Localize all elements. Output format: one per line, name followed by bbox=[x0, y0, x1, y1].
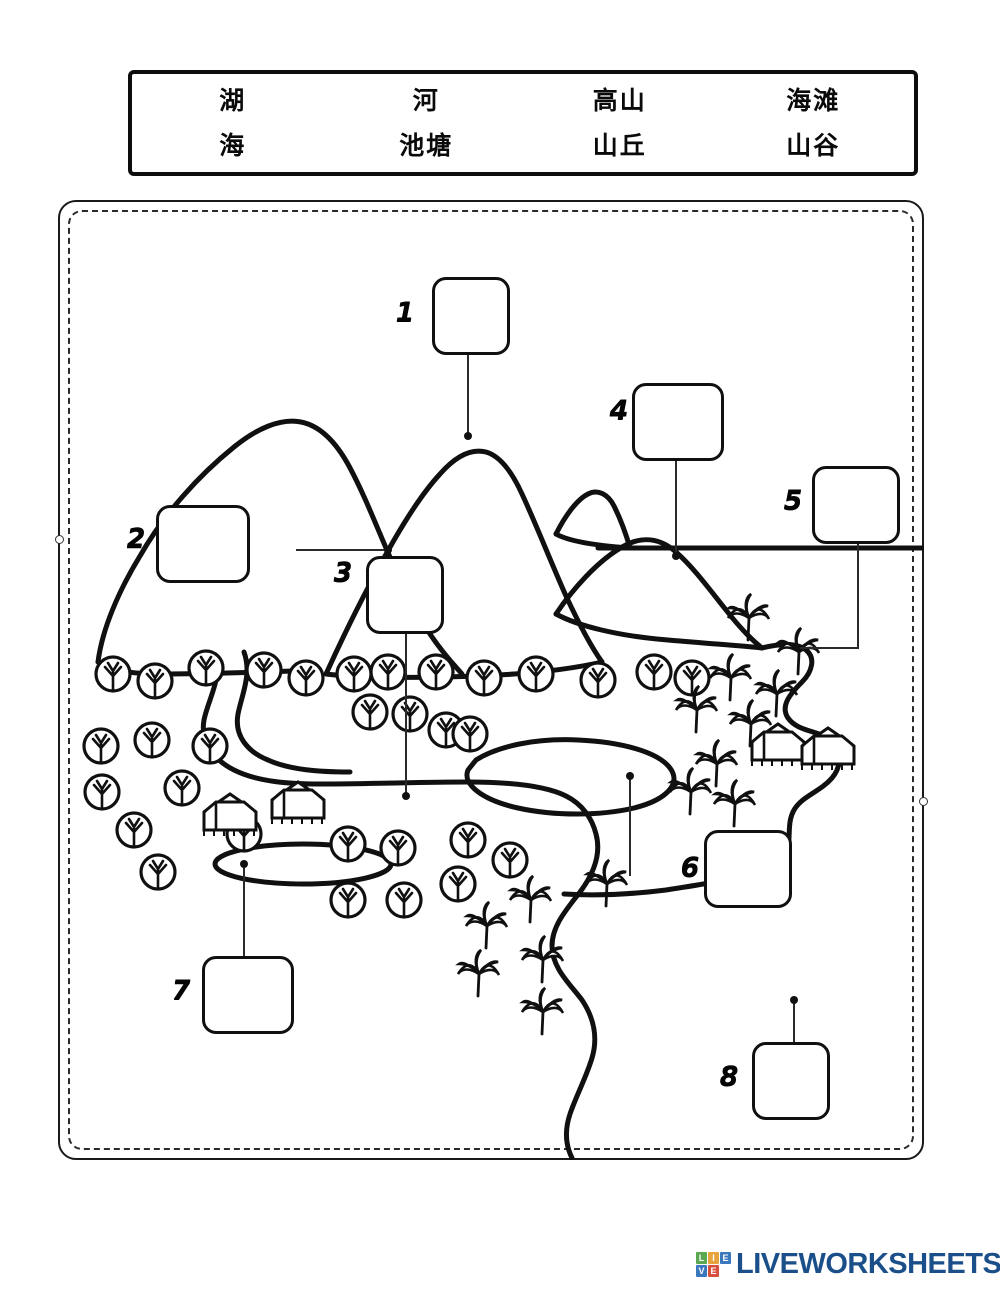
liveworksheets-wordmark: LIVEWORKSHEETS bbox=[736, 1248, 1000, 1280]
leader-dot-4 bbox=[672, 552, 680, 560]
marker-3: 3 bbox=[333, 557, 353, 588]
leader-dot-2 bbox=[384, 546, 392, 554]
frame-anchor-dot-right bbox=[919, 797, 928, 806]
badge-cell-e-bottom: E bbox=[708, 1265, 719, 1277]
answer-box-5-text[interactable] bbox=[815, 469, 897, 541]
leader-dot-8 bbox=[790, 996, 798, 1004]
answer-box-4[interactable] bbox=[632, 383, 724, 461]
river-left-bank bbox=[200, 653, 601, 1160]
word-bank-item-haitan: 海滩 bbox=[786, 86, 841, 115]
marker-5: 5 bbox=[783, 485, 803, 516]
answer-box-6[interactable] bbox=[704, 830, 792, 908]
badge-cell-l: L bbox=[696, 1252, 707, 1264]
marker-4: 4 bbox=[609, 395, 629, 426]
word-bank-item-hu: 湖 bbox=[219, 86, 247, 115]
leader-dot-6 bbox=[626, 772, 634, 780]
answer-box-3[interactable] bbox=[366, 556, 444, 634]
leader-line-5 bbox=[800, 538, 859, 649]
badge-cell-e-top: E bbox=[720, 1252, 731, 1264]
leader-dot-3 bbox=[402, 792, 410, 800]
badge-cell-v: V bbox=[696, 1265, 707, 1277]
answer-box-1[interactable] bbox=[432, 277, 510, 355]
river-right-bank bbox=[234, 649, 353, 775]
badge-cell-i: I bbox=[708, 1252, 719, 1264]
answer-box-6-text[interactable] bbox=[707, 833, 789, 905]
answer-box-4-text[interactable] bbox=[635, 386, 721, 458]
answer-box-8[interactable] bbox=[752, 1042, 830, 1120]
marker-2: 2 bbox=[126, 523, 146, 554]
hill-outline bbox=[553, 537, 765, 651]
leader-dot-7 bbox=[240, 860, 248, 868]
small-peak-outline bbox=[553, 489, 633, 551]
word-bank-item-shangu: 山谷 bbox=[786, 131, 841, 160]
answer-box-5[interactable] bbox=[812, 466, 900, 544]
leader-lines bbox=[240, 350, 859, 1046]
marker-8: 8 bbox=[719, 1061, 739, 1092]
word-bank-item-he: 河 bbox=[412, 86, 440, 115]
word-bank-item-shanqiu: 山丘 bbox=[592, 131, 647, 160]
word-bank-item-chitang: 池塘 bbox=[399, 131, 454, 160]
answer-box-7-text[interactable] bbox=[205, 959, 291, 1031]
lake-outline bbox=[464, 737, 677, 817]
liveworksheets-logo[interactable]: L I E V E LIVEWORKSHEETS bbox=[696, 1248, 1000, 1281]
word-bank-item-gaoshan: 高山 bbox=[592, 86, 647, 115]
marker-6: 6 bbox=[680, 852, 700, 883]
word-bank-item-hai: 海 bbox=[219, 131, 247, 160]
hill-base bbox=[553, 611, 765, 651]
word-bank: 湖 河 高山 海滩 海 池塘 山丘 山谷 bbox=[128, 70, 918, 176]
frame-anchor-dot-left bbox=[55, 535, 64, 544]
answer-box-2-text[interactable] bbox=[159, 508, 247, 580]
palm-tree-group bbox=[456, 592, 821, 1036]
answer-box-3-text[interactable] bbox=[369, 559, 441, 631]
answer-box-8-text[interactable] bbox=[755, 1045, 827, 1117]
liveworksheets-badge-icon: L I E V E bbox=[696, 1252, 731, 1277]
badge-cell-empty bbox=[720, 1265, 731, 1277]
answer-box-1-text[interactable] bbox=[435, 280, 507, 352]
leader-dot-1 bbox=[464, 432, 472, 440]
answer-box-2[interactable] bbox=[156, 505, 250, 583]
word-bank-grid: 湖 河 高山 海滩 海 池塘 山丘 山谷 bbox=[136, 78, 910, 168]
marker-7: 7 bbox=[171, 975, 191, 1006]
answer-box-7[interactable] bbox=[202, 956, 294, 1034]
marker-1: 1 bbox=[395, 297, 415, 328]
